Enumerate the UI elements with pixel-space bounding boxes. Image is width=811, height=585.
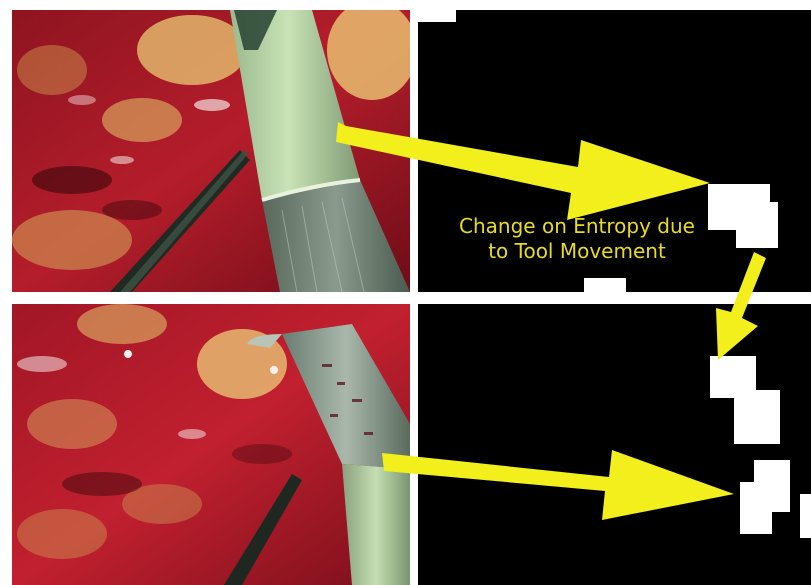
- annotation-line-1: Change on Entropy due: [432, 214, 722, 239]
- entropy-mask-bottom: [418, 304, 811, 585]
- surgical-frame-top: [12, 10, 410, 292]
- surgical-frame-bottom: [12, 304, 410, 585]
- annotation-line-2: to Tool Movement: [432, 239, 722, 264]
- surgical-scene-top: [12, 10, 410, 292]
- entropy-annotation: Change on Entropy due to Tool Movement: [432, 214, 722, 264]
- surgical-scene-bottom: [12, 304, 410, 585]
- entropy-map-bottom: [418, 304, 811, 585]
